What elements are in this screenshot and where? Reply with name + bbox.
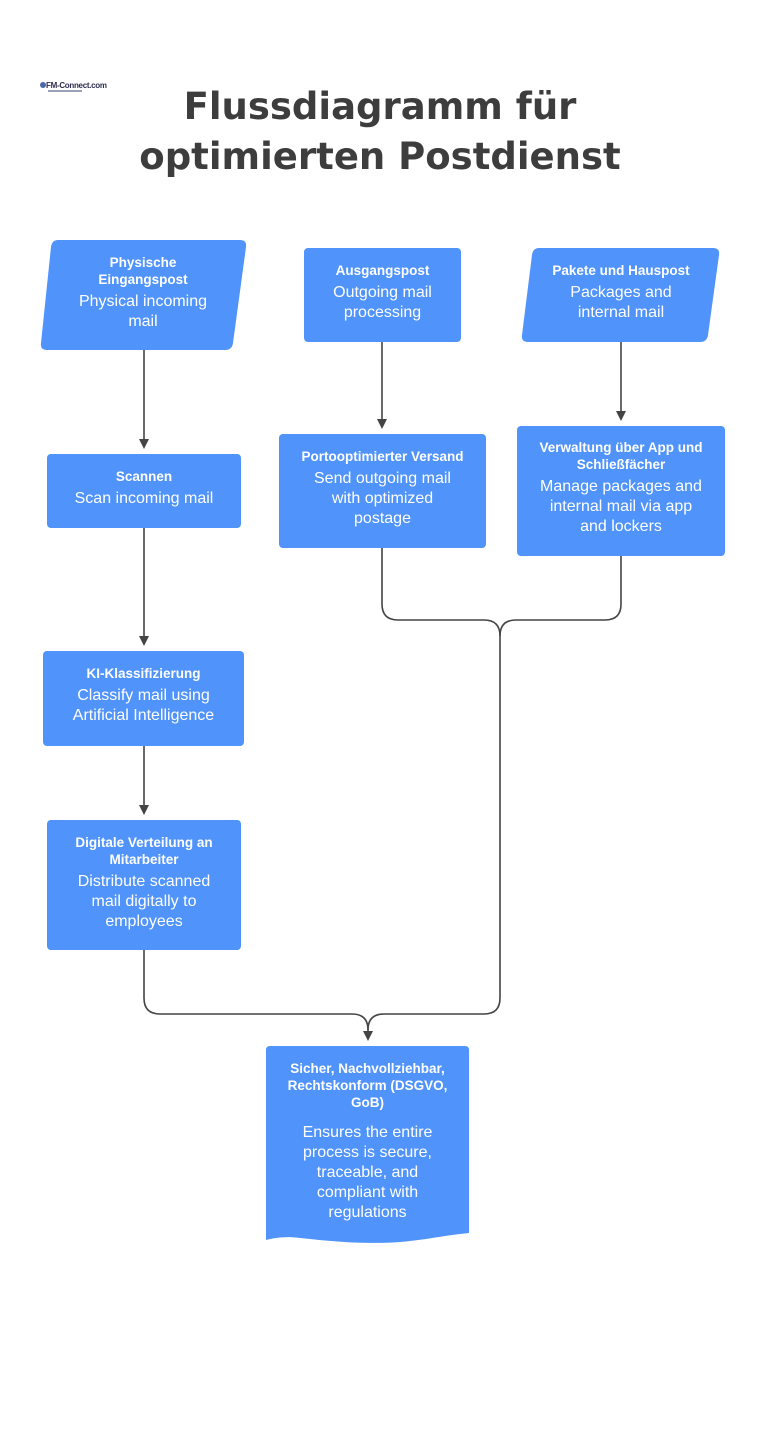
logo-text: FM-Connect.com xyxy=(46,81,107,90)
node-heading: Digitale Verteilung an Mitarbeiter xyxy=(75,835,213,867)
node-ausgangspost: Ausgangspost Outgoing mail processing xyxy=(304,262,461,323)
page-title: Flussdiagramm für optimierten Postdienst xyxy=(139,85,621,178)
node-verwaltung-app: Verwaltung über App und Schließfächer Ma… xyxy=(517,439,725,537)
node-description: Scan incoming mail xyxy=(74,490,214,507)
node-shape-portooptimierter-versand xyxy=(279,434,486,548)
node-description: Send outgoing mail with optimized postag… xyxy=(314,470,451,527)
node-shape-digitale-verteilung xyxy=(47,820,241,950)
node-scannen: Scannen Scan incoming mail xyxy=(47,468,241,509)
logo: FM-Connect.com xyxy=(40,80,107,96)
connectors xyxy=(139,342,626,1041)
node-pakete-hauspost: Pakete und Hauspost Packages and interna… xyxy=(524,262,718,323)
node-ki-klassifizierung: KI-Klassifizierung Classify mail using A… xyxy=(43,665,244,726)
node-heading: Physische Eingangspost xyxy=(98,255,188,287)
node-portooptimierter-versand: Portooptimierter Versand Send outgoing m… xyxy=(279,448,486,529)
node-description: Manage packages and internal mail via ap… xyxy=(540,478,702,535)
node-heading: Verwaltung über App und Schließfächer xyxy=(539,440,703,472)
node-heading: Pakete und Hauspost xyxy=(552,263,690,278)
logo-underline xyxy=(48,90,82,92)
node-shape-ki-klassifizierung xyxy=(43,651,244,746)
node-heading: Scannen xyxy=(115,469,173,484)
node-heading: Ausgangspost xyxy=(335,263,430,278)
node-description: Distribute scanned mail digitally to emp… xyxy=(77,873,211,930)
node-heading: Sicher, Nachvollziehbar, Rechtskonform (… xyxy=(287,1061,448,1110)
node-description: Ensures the entire process is secure, tr… xyxy=(302,1124,433,1221)
connector-verteilung-to-sicher xyxy=(143,950,369,1031)
node-description: Classify mail using Artificial Intellige… xyxy=(72,687,215,724)
node-shape-physische-eingangspost xyxy=(40,240,247,350)
node-physische-eingangspost: Physische Eingangspost Physical incoming… xyxy=(44,254,242,332)
node-description: Physical incoming mail xyxy=(78,293,208,330)
node-shape-sicher xyxy=(266,1046,469,1243)
connector-verwaltung-merge xyxy=(499,556,622,637)
node-shape-pakete-hauspost xyxy=(521,248,720,342)
node-shape-verwaltung-app xyxy=(517,426,725,556)
node-shape-ausgangspost xyxy=(304,248,461,342)
node-digitale-verteilung: Digitale Verteilung an Mitarbeiter Distr… xyxy=(47,834,241,932)
nodes xyxy=(40,240,725,1243)
logo-mark-icon xyxy=(40,82,46,88)
node-heading: Portooptimierter Versand xyxy=(301,449,464,464)
connector-versand-merge xyxy=(381,548,501,637)
node-description: Packages and internal mail xyxy=(570,284,672,321)
node-heading: KI-Klassifizierung xyxy=(86,666,201,681)
node-shape-scannen xyxy=(47,454,241,528)
node-description: Outgoing mail processing xyxy=(333,284,432,321)
connector-merge-trunk xyxy=(363,636,501,1041)
node-sicher: Sicher, Nachvollziehbar, Rechtskonform (… xyxy=(266,1060,469,1223)
